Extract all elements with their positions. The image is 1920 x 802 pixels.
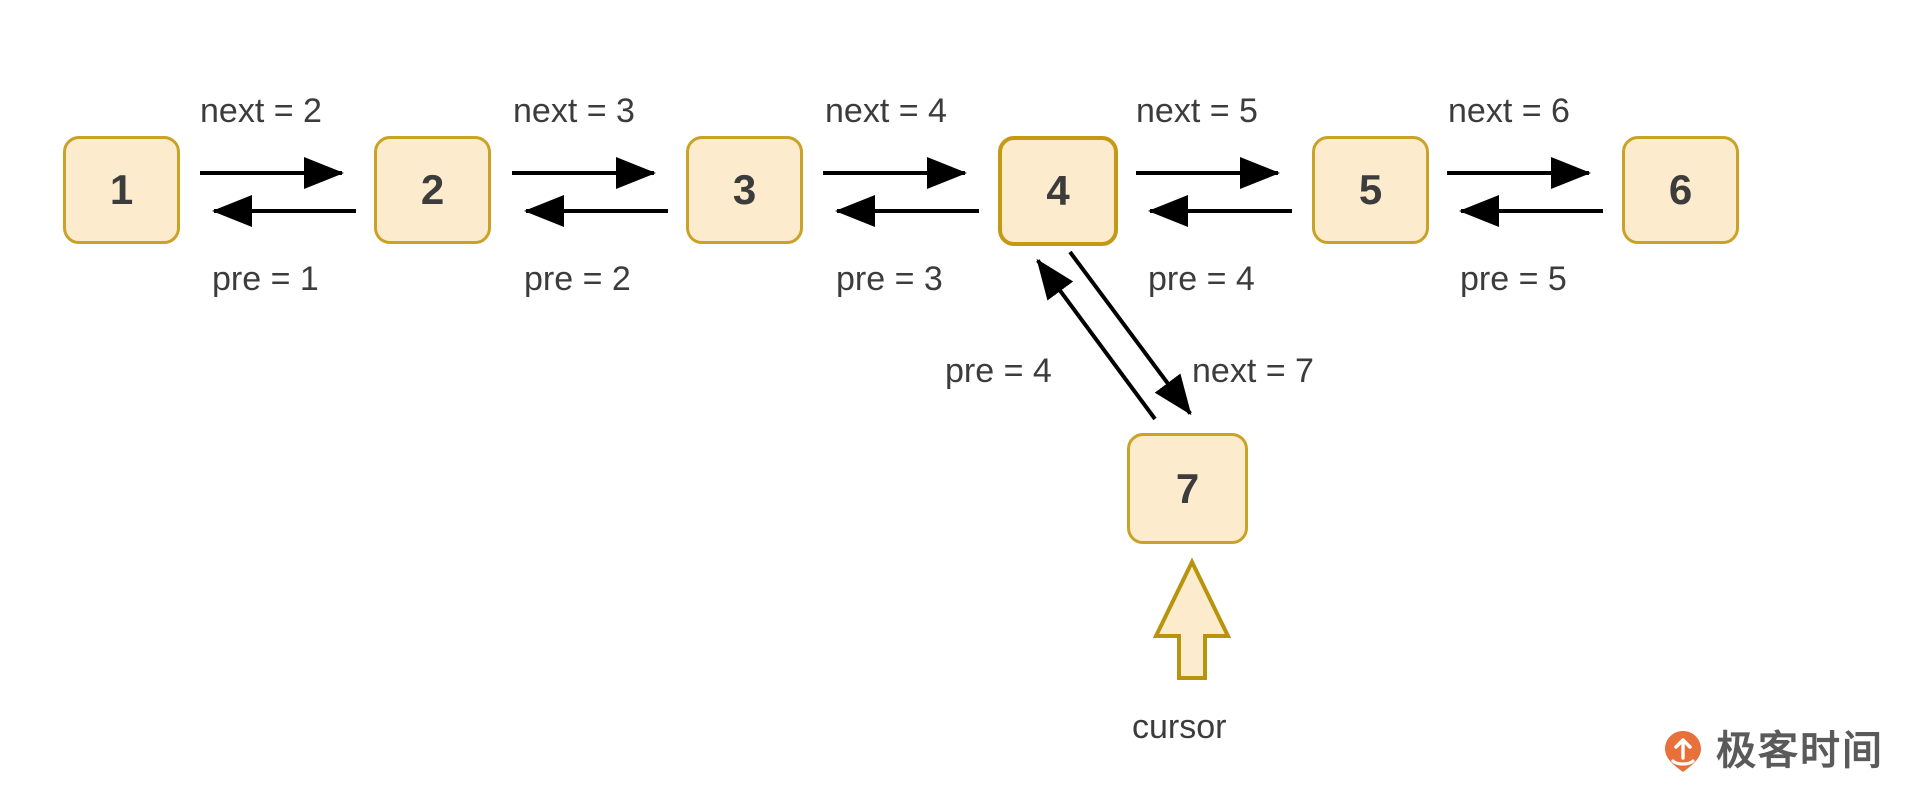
node-4-label: 4 — [1046, 167, 1070, 214]
pre-label-2: pre = 2 — [524, 260, 631, 298]
geektime-logo-icon — [1665, 731, 1701, 772]
node-3: 3 — [686, 136, 803, 244]
node-5: 5 — [1312, 136, 1429, 244]
watermark: 极客时间 — [1660, 728, 1884, 774]
node-1-label: 1 — [109, 166, 134, 213]
pre-label-4: pre = 4 — [1148, 260, 1255, 298]
cursor-label: cursor — [1132, 708, 1227, 746]
next-label-2: next = 3 — [513, 92, 635, 130]
next-label-4: next = 5 — [1136, 92, 1258, 130]
node-6: 6 — [1622, 136, 1739, 244]
node-5-label: 5 — [1358, 166, 1383, 213]
node-3-label: 3 — [732, 166, 757, 213]
next-label-5: next = 6 — [1448, 92, 1570, 130]
horizontal-arrows — [200, 157, 1603, 227]
diagonal-arrows — [1036, 250, 1192, 421]
cursor-pointer-arrow — [1152, 557, 1232, 680]
diagonal-label-1: pre = 4 — [945, 352, 1052, 390]
node-1: 1 — [63, 136, 180, 244]
next-edge-4-to-7 — [1068, 250, 1192, 416]
node-7: 7 — [1127, 433, 1248, 544]
node-7-label: 7 — [1175, 464, 1200, 512]
pre-label-1: pre = 1 — [212, 260, 319, 298]
pre-label-5: pre = 5 — [1460, 260, 1567, 298]
pre-edge-7-to-4 — [1036, 258, 1157, 421]
node-2-label: 2 — [420, 166, 445, 213]
node-4: 4 — [998, 136, 1118, 246]
pre-label-3: pre = 3 — [836, 260, 943, 298]
cursor-arrow — [1152, 557, 1232, 680]
next-label-3: next = 4 — [825, 92, 947, 130]
node-6-label: 6 — [1668, 166, 1693, 213]
node-2: 2 — [374, 136, 491, 244]
diagonal-label-2: next = 7 — [1192, 352, 1314, 390]
next-label-1: next = 2 — [200, 92, 322, 130]
watermark-text: 极客时间 — [1716, 728, 1884, 774]
